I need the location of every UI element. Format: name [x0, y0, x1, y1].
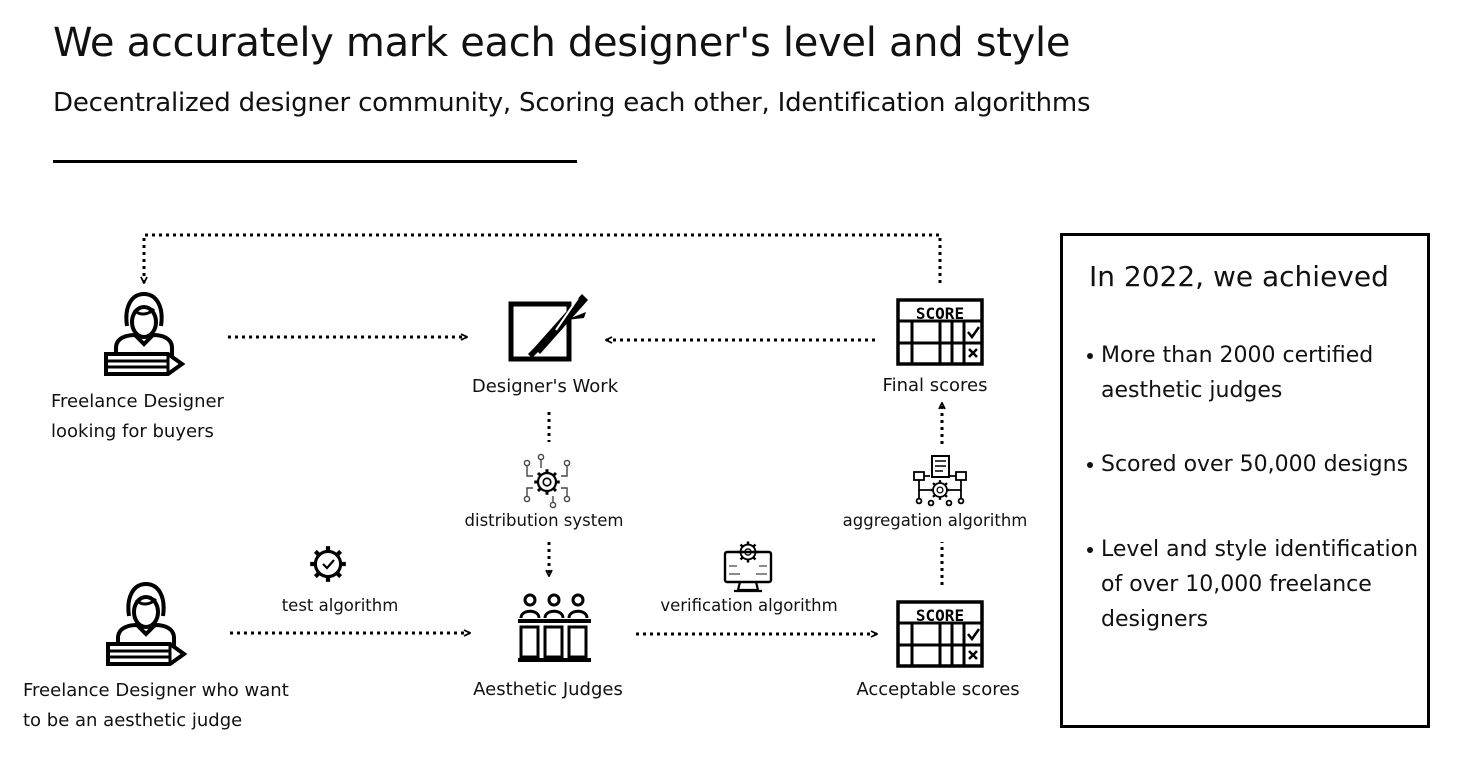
network-gear-icon	[523, 453, 571, 509]
test-algorithm-label: test algorithm	[281, 596, 399, 615]
verification-algorithm-label: verification algorithm	[660, 596, 838, 615]
judges-panel-icon	[518, 593, 591, 662]
designers-work-label: Designer's Work	[471, 376, 619, 397]
svg-text:SCORE: SCORE	[916, 606, 964, 625]
achievements-panel: In 2022, we achieved More than 2000 cert…	[1060, 233, 1430, 728]
title-underline	[53, 160, 577, 163]
score-sheet-icon: SCORE	[896, 600, 984, 668]
designer-person-icon	[106, 582, 186, 666]
freelance-buyers-label: Freelance Designer looking for buyers	[51, 391, 224, 442]
achievements-title: In 2022, we achieved	[1089, 260, 1389, 293]
svg-text:SCORE: SCORE	[916, 304, 964, 323]
acceptable-scores-label: Acceptable scores	[856, 679, 1020, 700]
designer-person-icon	[104, 292, 184, 376]
page-title: We accurately mark each designer's level…	[53, 20, 1071, 66]
achievements-list: More than 2000 certified aesthetic judge…	[1087, 338, 1431, 637]
document-gear-icon	[913, 455, 967, 507]
loop-back-line	[144, 233, 942, 283]
design-canvas-brush-icon	[508, 294, 588, 362]
list-item: Level and style identification of over 1…	[1087, 532, 1431, 637]
aggregation-algorithm-label: aggregation algorithm	[842, 511, 1028, 530]
score-sheet-icon: SCORE	[896, 298, 984, 366]
list-item: Scored over 50,000 designs	[1087, 447, 1431, 482]
final-scores-label: Final scores	[882, 375, 988, 396]
monitor-gear-icon	[723, 540, 773, 593]
aesthetic-judges-label: Aesthetic Judges	[473, 679, 623, 700]
list-item: More than 2000 certified aesthetic judge…	[1087, 338, 1431, 408]
freelance-judge-label: Freelance Designer who want to be an aes…	[23, 680, 289, 731]
gear-check-icon	[310, 546, 346, 582]
distribution-system-label: distribution system	[464, 511, 624, 530]
page-subtitle: Decentralized designer community, Scorin…	[53, 88, 1091, 118]
